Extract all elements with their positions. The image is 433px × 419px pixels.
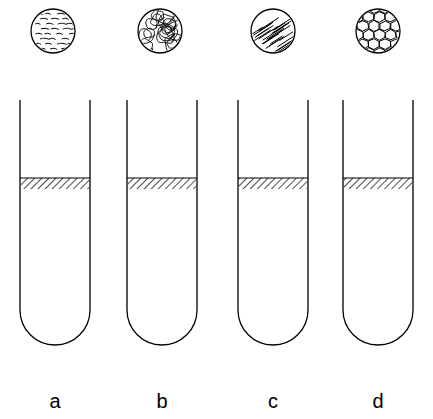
test-tube: [238, 100, 308, 345]
tube-label: b: [156, 391, 167, 411]
surface-layer: [239, 178, 307, 189]
test-tube: [343, 100, 413, 345]
surface-layer: [128, 178, 196, 189]
magnified-view: [31, 9, 75, 53]
surface-layer: [21, 178, 89, 189]
test-tube: [20, 100, 90, 345]
growth-texture: [33, 13, 81, 49]
surface-line: [238, 177, 308, 178]
tube-label: d: [372, 391, 383, 411]
test-tube: [127, 100, 197, 345]
surface-line: [127, 177, 197, 178]
magnified-view: [356, 9, 400, 53]
surface-line: [343, 177, 413, 178]
magnified-view: [251, 9, 295, 53]
growth-texture: [138, 4, 185, 54]
growth-texture: [346, 2, 418, 67]
surface-line: [20, 177, 90, 178]
tube-label: c: [268, 391, 278, 411]
surface-layer: [344, 178, 412, 189]
magnified-view: [138, 9, 182, 53]
tube-label: a: [49, 391, 60, 411]
